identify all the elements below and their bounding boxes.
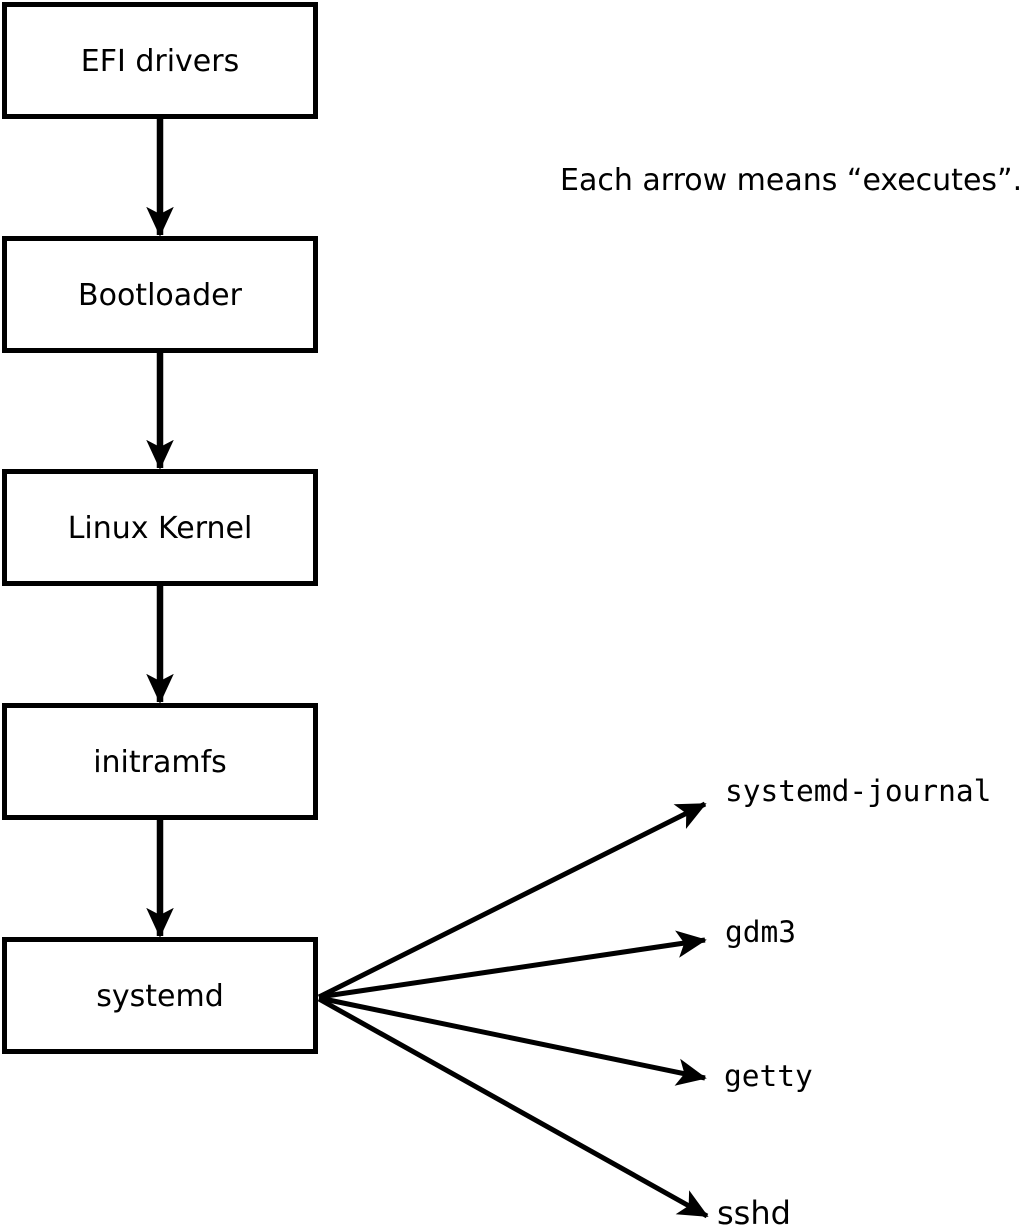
arrow-systemd-to-gdm3-icon [318,930,707,1000]
box-efi-drivers-label: EFI drivers [81,44,239,79]
label-sshd: sshd [717,1194,791,1230]
box-initramfs [2,703,318,820]
arrow-systemd-to-getty-icon [318,995,707,1086]
label-systemd-journal: systemd-journal [725,774,991,808]
arrow-systemd-to-journal-icon [317,801,707,1000]
systemd-fan-arrows [317,801,709,1219]
label-gdm3: gdm3 [725,915,796,949]
label-getty: getty [724,1059,813,1093]
box-linux-kernel-label: Linux Kernel [68,511,253,546]
boot-chain: EFI drivers Bootloader Linux Kernel init… [2,2,318,1054]
arrow-meaning-note: Each arrow means “executes”. [560,163,1022,198]
box-bootloader-label: Bootloader [78,278,243,313]
box-bootloader [2,236,318,353]
box-linux-kernel [2,469,318,586]
box-initramfs-label: initramfs [93,745,227,780]
box-efi-drivers [2,2,318,119]
box-systemd [2,937,318,1054]
box-systemd-label: systemd [96,979,224,1014]
spawned-process-labels: systemd-journal gdm3 getty sshd [717,774,991,1230]
arrow-systemd-to-sshd-icon [317,996,709,1219]
